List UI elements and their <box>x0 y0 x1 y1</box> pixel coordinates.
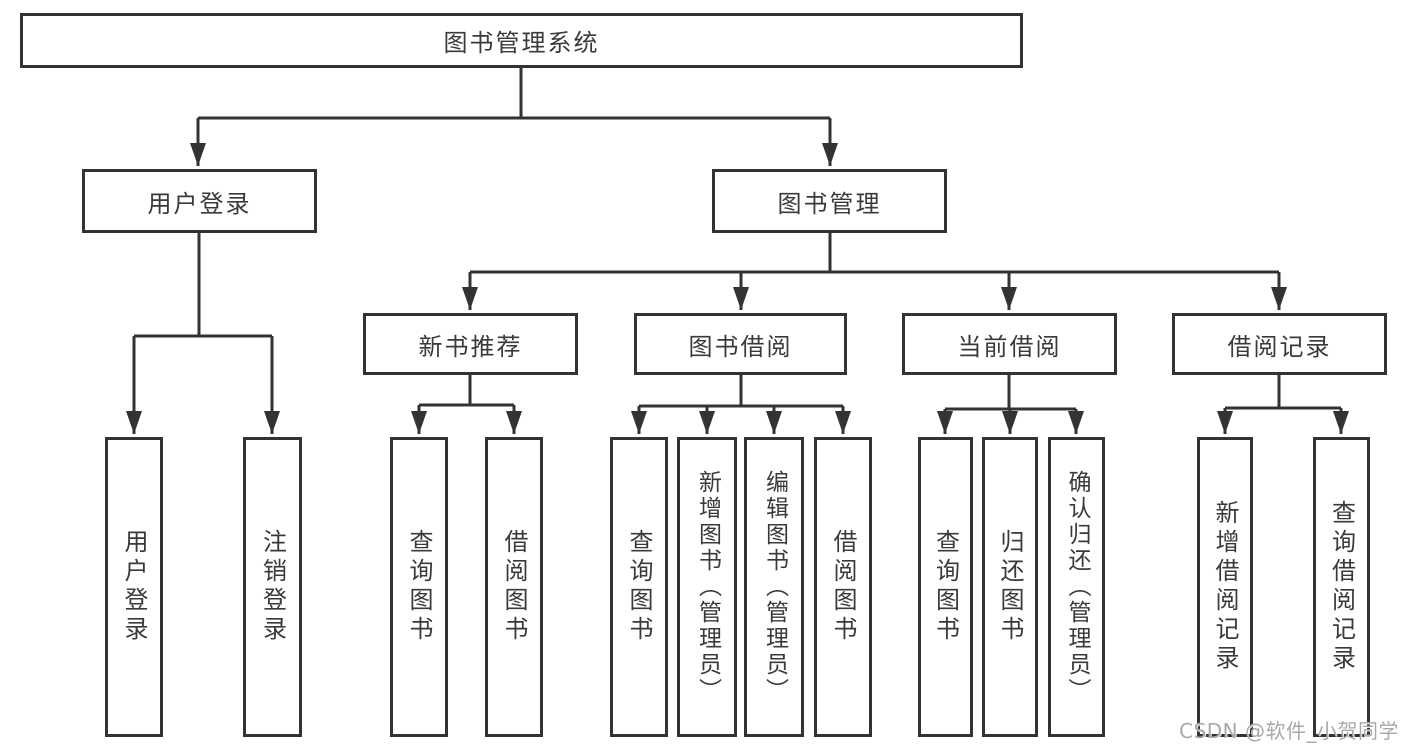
node-leaf-return-book: 归还图书 <box>982 437 1038 737</box>
connector-book-borrow-children <box>631 375 851 434</box>
node-borrow-records: 借阅记录 <box>1172 313 1387 375</box>
connector-borrow-records-children <box>1217 375 1349 434</box>
node-leaf-add-book-admin: 新增图书（管理员） <box>677 437 737 737</box>
node-label: 借阅记录 <box>1227 332 1332 361</box>
node-label: 新书推荐 <box>418 332 523 361</box>
node-label: 当前借阅 <box>957 332 1062 361</box>
node-leaf-query-book: 查询图书 <box>918 437 973 737</box>
node-label: 编辑图书（管理员） <box>761 470 788 704</box>
node-current-borrowing: 当前借阅 <box>902 313 1117 375</box>
node-label: 借阅图书 <box>829 529 857 645</box>
node-label: 图书管理 <box>777 189 882 218</box>
node-label: 查询借阅记录 <box>1327 500 1356 674</box>
node-system-root: 图书管理系统 <box>20 13 1023 68</box>
node-leaf-query-borrow-record: 查询借阅记录 <box>1313 437 1370 737</box>
node-label: 查询图书 <box>625 529 653 645</box>
connector-new-books-children <box>411 375 522 434</box>
node-label: 新增图书（管理员） <box>694 470 721 704</box>
node-leaf-edit-book-admin: 编辑图书（管理员） <box>744 437 804 737</box>
node-leaf-logout: 注销登录 <box>243 437 302 737</box>
node-leaf-query-book: 查询图书 <box>390 437 448 737</box>
node-leaf-user-login: 用户登录 <box>105 437 163 737</box>
node-label: 确认归还（管理员） <box>1064 470 1090 704</box>
connector-book-mgmt-to-level3 <box>462 233 1287 310</box>
connector-user-login-children <box>126 233 280 434</box>
node-leaf-borrow-book: 借阅图书 <box>485 437 543 737</box>
node-leaf-confirm-return-admin: 确认归还（管理员） <box>1048 437 1105 737</box>
node-book-management: 图书管理 <box>712 169 947 233</box>
csdn-watermark: CSDN @软件_小贺同学 <box>1179 719 1399 743</box>
node-user-login: 用户登录 <box>82 169 317 233</box>
node-label: 图书借阅 <box>688 332 793 361</box>
node-new-book-recommend: 新书推荐 <box>363 313 578 375</box>
node-book-borrowing: 图书借阅 <box>634 313 847 375</box>
node-label: 注销登录 <box>258 529 287 645</box>
node-leaf-add-borrow-record: 新增借阅记录 <box>1197 437 1253 737</box>
node-label: 图书管理系统 <box>443 29 600 57</box>
node-leaf-query-book: 查询图书 <box>610 437 668 737</box>
node-label: 借阅图书 <box>500 529 528 645</box>
node-label: 用户登录 <box>147 189 252 218</box>
connector-root-to-level2 <box>190 68 838 166</box>
node-label: 用户登录 <box>120 529 148 645</box>
node-leaf-borrow-book: 借阅图书 <box>814 437 872 737</box>
node-label: 归还图书 <box>996 529 1024 645</box>
node-label: 新增借阅记录 <box>1211 500 1239 674</box>
node-label: 查询图书 <box>931 529 960 645</box>
node-label: 查询图书 <box>405 529 433 645</box>
connector-current-borrow-children <box>937 375 1084 434</box>
